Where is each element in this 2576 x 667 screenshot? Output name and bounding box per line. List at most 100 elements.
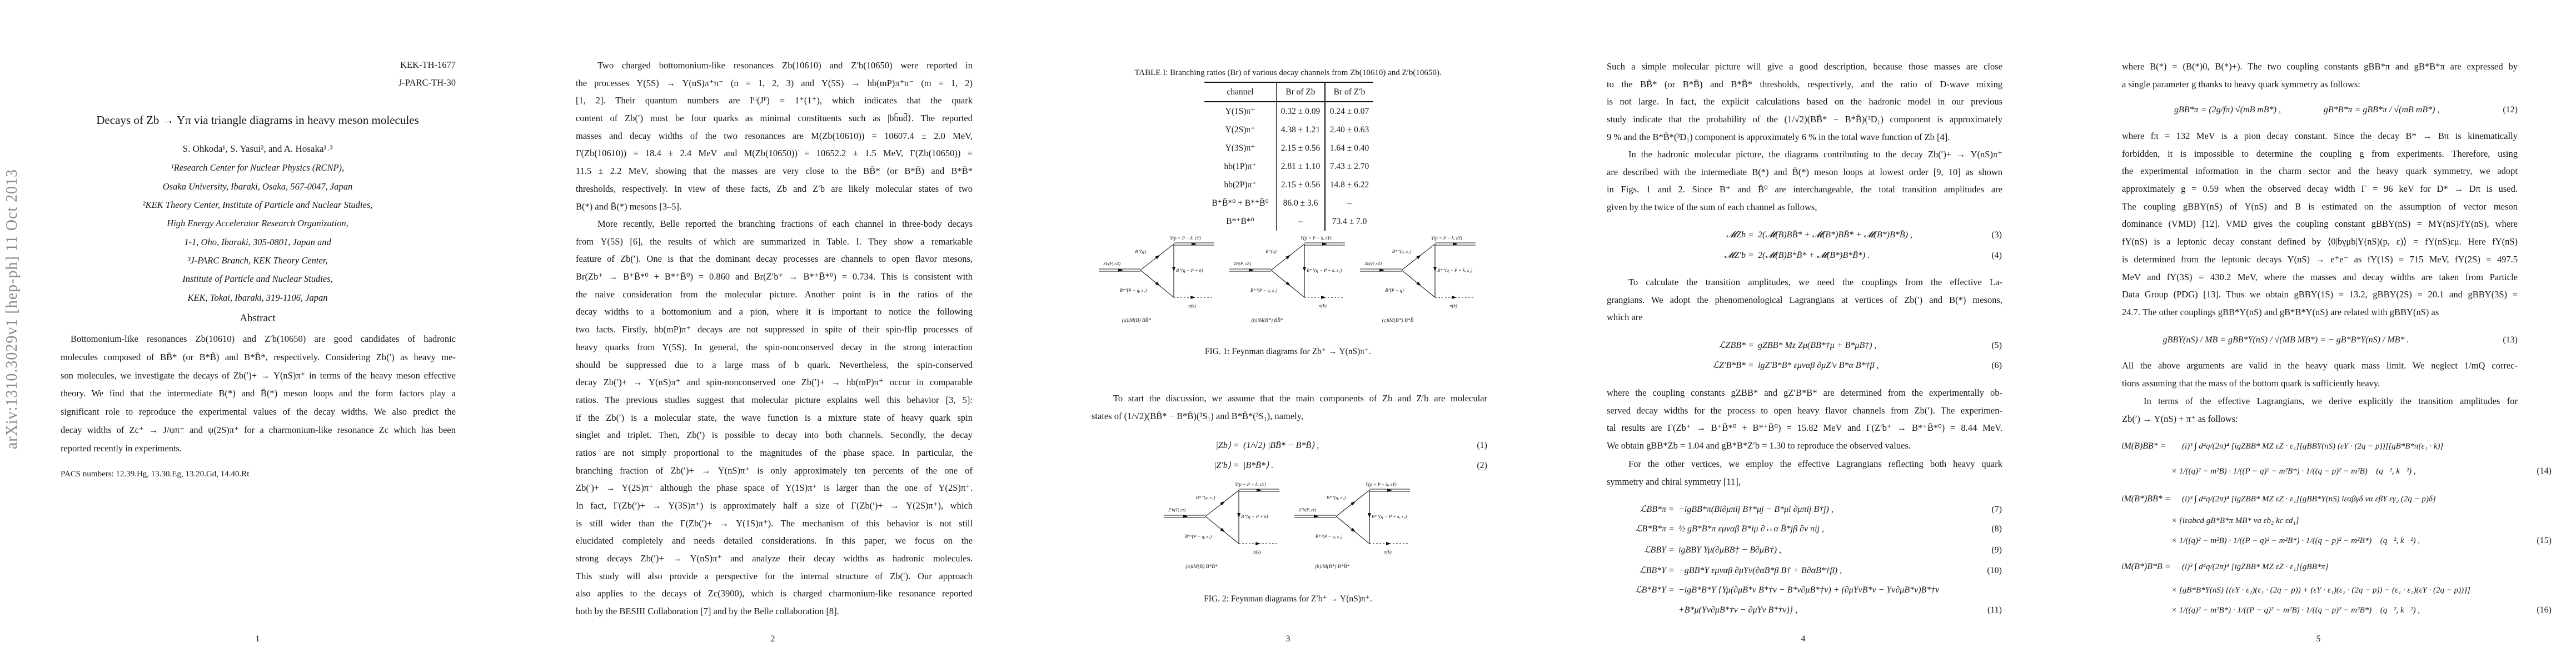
equation-rhs: (i)³ ∫ d⁴q/(2π)⁴ [igZBB* MZ εZ · ε₁][gBB…	[2182, 563, 2329, 571]
arrow-icon	[1172, 267, 1175, 272]
text-line: forbidden, it is impossible to determine…	[2122, 148, 2518, 159]
arrow-icon	[1416, 281, 1422, 286]
text-line: tal results are Γ(Zb⁺ → B⁺B̄*⁰ + B*⁺B̄⁰)…	[1607, 422, 2002, 434]
text-line: the processes Υ(5S) → Υ(nS)π⁺π⁻ (n = 1, …	[576, 77, 973, 88]
equation-rhs: (1/√2) |BB̄* − B*B̄⟩ ,	[1243, 441, 1319, 450]
equation-lhs: ℒB*B*π	[1635, 524, 1666, 534]
paragraph: To calculate the transition amplitudes, …	[1607, 273, 2002, 326]
equation-lhs: ℒBB*π	[1640, 505, 1666, 514]
table-caption: TABLE I: Branching ratios (Br) of variou…	[1134, 68, 1442, 77]
equation-part: gBB*π = (2g/fπ) √(mB mB*) ,	[2174, 105, 2281, 115]
paragraph: To start the discussion, we assume that …	[1092, 390, 1487, 425]
text-line: where B(*) = (B(*)0, B(*)+). The two cou…	[2122, 61, 2518, 72]
equation-lhs: ℒBB*Υ	[1640, 566, 1666, 575]
equation-rhs: ½ gB*B*π εμναβ B*iμ ∂↔α B̄*jβ ∂ν πij ,	[1678, 524, 1825, 534]
equation-number: (11)	[1987, 605, 2002, 615]
feynman-diagram-svg: Υ(p = P − k, εΥ)B⁺(q)Zb(P, εZ)B⁺(q − P +…	[1099, 235, 1214, 323]
arrow-icon	[1386, 542, 1391, 545]
text-line: to the BB̄* (or B*B̄) and B*B̄* threshol…	[1607, 78, 2002, 89]
text-line: is still wider than the Γ(Zb(′)+ → Υ(1S)…	[576, 517, 973, 529]
text-line: ratios are not simply proportional to th…	[576, 447, 973, 458]
text-line: singlet and triplet. Then, Zb(′) is poss…	[576, 430, 973, 441]
report-number: KEK-TH-1677	[400, 59, 456, 70]
equation-rhs: (i)³ ∫ d⁴q/(2π)⁴ [igZBB* MZ εZ · ε₁][gBB…	[2182, 442, 2444, 451]
text-line: reported recently in experiments.	[61, 442, 182, 454]
equation-number: (7)	[1991, 505, 2002, 514]
equation-rhs: −igBB*π(Bi∂μπij B†*μj − B*μi ∂μπij B†j) …	[1678, 505, 1833, 514]
upsilon-label: Υ(p = P − k, εΥ)	[1366, 481, 1397, 487]
equation-12: gBB*π = (2g/fπ) √(mB mB*) , gB*B*π = gBB…	[2061, 102, 2576, 118]
affiliation-line: ²KEK Theory Center, Institute of Particl…	[142, 200, 373, 210]
equation-lhs: |Z′b⟩	[1213, 461, 1231, 470]
arrow-icon	[1257, 489, 1262, 492]
text-line: tions assuming that the mass of the bott…	[2122, 377, 2380, 389]
equation-number: (4)	[1991, 251, 2002, 260]
text-line: thresholds, respectively. In view of the…	[576, 183, 973, 194]
affiliation-line: KEK, Tokai, Ibaraki, 319-1106, Japan	[187, 292, 328, 303]
text-line: In the hadronic molecular picture, the d…	[1628, 149, 2002, 160]
incoming-label: Z′b(P, εz)	[1168, 507, 1186, 512]
text-line: decay Zb(′)+ → Υ(nS)π⁺ and spin-nonconse…	[576, 377, 973, 388]
text-line: masses and decay widths of the two reson…	[576, 130, 973, 141]
diagram-label: (a)iM(B) BB̄*	[1122, 317, 1152, 323]
text-line: In fact, Γ(Zb(′)+ → Υ(3S)π⁺) is approxim…	[576, 500, 973, 511]
equation-body: gBBΥ(nS) / MB = gBB*Υ(nS) / √(MB MB*) = …	[2163, 335, 2409, 345]
arrow-icon	[1433, 267, 1437, 272]
equals-sign: =	[1748, 230, 1754, 240]
pion-label: π(k)	[1253, 549, 1261, 555]
text-line: in Figs. 1 and 2. Since B⁺ and B̄⁰ are i…	[1607, 184, 2002, 195]
equals-sign: =	[1669, 545, 1675, 555]
arrow-icon	[1379, 268, 1384, 272]
abstract: Bottomonium-like resonances Zb(10610) an…	[61, 330, 456, 458]
equation: |Zb⟩ = (1/√2) |BB̄* − B*B̄⟩ , (1)	[1030, 437, 1546, 454]
channel-cell: B*⁺B̄*⁰	[1204, 212, 1277, 231]
equation-rhs: (i)³ ∫ d⁴q/(2π)⁴ [igZBB* MZ εZ · ε₁][gBB…	[2182, 495, 2436, 504]
arrow-icon	[1452, 296, 1457, 299]
paragraph: where fπ = 132 MeV is a pion decay const…	[2122, 127, 2518, 321]
text-line: are described with the intermediate B(*)…	[1607, 166, 2002, 177]
arrow-icon	[1118, 268, 1123, 272]
upper-propagator-label: B*⁺(q, ε₁)	[1196, 495, 1215, 500]
text-line: symmetry and chiral symmetry [11],	[1607, 476, 1741, 487]
page-4: Such a simple molecular picture will giv…	[1546, 0, 2061, 667]
text-line: theory. We find that the intermediate B(…	[61, 388, 456, 399]
branching-ratio-cell: 1.64 ± 0.40	[1329, 143, 1369, 153]
equals-sign: =	[1669, 524, 1675, 534]
arrow-icon	[1368, 513, 1371, 518]
text-line: B(*) and B̄(*) mesons [3–5].	[576, 201, 682, 212]
text-line: given by the twice of the sum of each ch…	[1607, 202, 1817, 213]
arrow-icon	[1155, 255, 1160, 260]
upsilon-label: Υ(p = P − k, εΥ)	[1301, 235, 1332, 241]
page-1: arXiv:1310.3029v1 [hep-ph] 11 Oct 2013 K…	[0, 0, 515, 667]
text-line: states of (1/√2)(BB̄* − B*B̄)(³S₁) and B…	[1092, 410, 1304, 421]
diagram-label: (a)iM(B) B*B̄*	[1185, 564, 1217, 570]
amplitude-equation: iM(B*)BB* =(i)³ ∫ d⁴q/(2π)⁴ [igZBB* MZ ε…	[2061, 491, 2576, 507]
lower-propagator-label: B̄*⁰(P − q, ε₂)	[1316, 534, 1343, 539]
feynman-diagram: Υ(p = P − k, εΥ)B*⁺(q, ε₁)Z′b(P, εz)B*⁺(…	[1294, 481, 1417, 575]
text-line: the naive consideration from the molecul…	[576, 288, 973, 300]
equals-sign: =	[1234, 441, 1239, 450]
text-line: MeV and fΥ(3S) = 430.2 MeV, where the ma…	[2122, 271, 2518, 282]
text-line: [1, 2]. Their quantum numbers are Iᴳ(Jᴾ)…	[576, 95, 973, 106]
text-line: Such a simple molecular picture will giv…	[1607, 61, 2002, 72]
text-line: feature of Zb(′). One is that the domina…	[576, 253, 973, 265]
exchanged-propagator-label: B*⁺(q − P + k, ε₂)	[1307, 267, 1342, 273]
equation-number: (13)	[2503, 335, 2518, 345]
branching-ratio-cell: 7.43 ± 2.70	[1329, 161, 1369, 171]
exchanged-propagator-label: B*⁺(q − P + k, ε₂)	[1437, 267, 1472, 273]
equals-sign: =	[1748, 341, 1754, 350]
equation-rhs: × 1/((q)² − m²B) · 1/((P − q)² − m²B*) ·…	[2171, 536, 2420, 545]
text-line: Zb(′)+ → Υ(2S)π⁺ although the phase spac…	[576, 482, 973, 494]
feynman-diagram: Υ(p = P − k, εΥ)B*⁺(q, ε₁)Z′b(P, εz)B⁺(q…	[1164, 481, 1286, 575]
authors: S. Ohkoda¹, S. Yasui², and A. Hosaka¹˒³	[182, 143, 333, 154]
arrow-icon	[1351, 527, 1356, 532]
equation-lhs: 𝓜Z′b	[1724, 251, 1746, 260]
page-number: 1	[255, 634, 260, 644]
text-line: fΥ(nS) is a leptonic decay constant defi…	[2122, 236, 2518, 247]
pion-label: π(k)	[1449, 303, 1457, 308]
arrow-icon	[1255, 542, 1260, 545]
text-line: a single parameter g thanks to heavy qua…	[2122, 78, 2360, 89]
text-line: branching fraction of Zb(′)+ → Υ(nS)π⁺ i…	[576, 465, 973, 476]
text-line: grangians. We adopt the phenomenological…	[1607, 294, 2002, 305]
